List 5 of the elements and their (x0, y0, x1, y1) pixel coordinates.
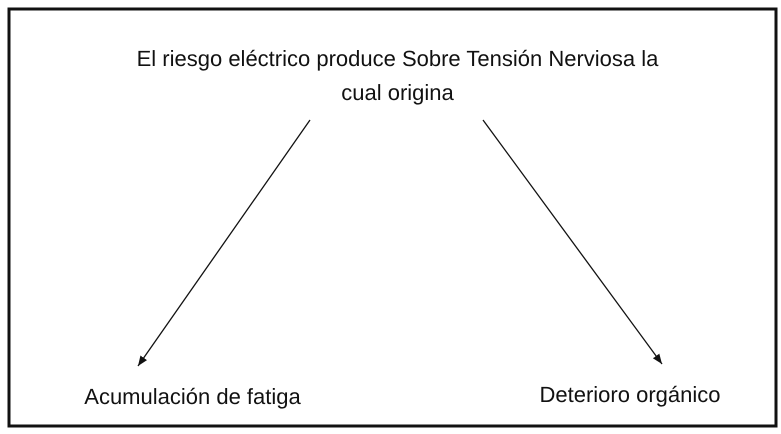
text-label: Deterioro orgánico (505, 378, 755, 412)
arrow (482, 120, 663, 364)
text-label: El riesgo eléctrico produce Sobre Tensión Nerviosa la cual origina (130, 42, 665, 118)
text-label: Acumulación de fatiga (45, 380, 340, 414)
arrow (137, 120, 311, 366)
